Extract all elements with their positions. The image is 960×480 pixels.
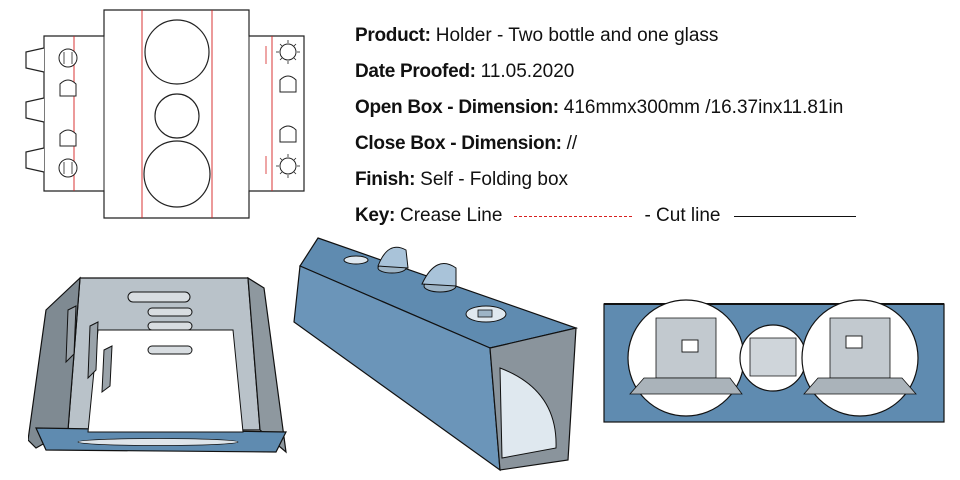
spec-date-proofed: Date Proofed: 11.05.2020 — [355, 54, 856, 90]
spec-finish: Finish: Self - Folding box — [355, 162, 856, 198]
cut-line-sample — [734, 215, 857, 217]
spec-close-box: Close Box - Dimension: // — [355, 126, 856, 162]
dieline-flat — [25, 9, 305, 219]
spec-open-box-value: 416mmx300mm /16.37inx11.81in — [563, 97, 844, 118]
spec-open-box-label: Open Box - Dimension: — [355, 97, 559, 118]
spec-open-box: Open Box - Dimension: 416mmx300mm /16.37… — [355, 90, 856, 126]
crease-line-sample — [514, 215, 633, 217]
bottle-hole-top — [144, 19, 210, 85]
spec-close-box-label: Close Box - Dimension: — [355, 133, 562, 154]
spec-product-label: Product: — [355, 25, 431, 46]
bottle-hole-bottom — [143, 140, 211, 208]
box-view-closed — [293, 237, 579, 472]
spec-finish-value: Self - Folding box — [420, 169, 569, 190]
spec-key: Key: Crease Line - Cut line — [355, 198, 857, 234]
key-crease-label: Crease Line — [399, 205, 503, 226]
spec-product-value: Holder - Two bottle and one glass — [435, 25, 719, 46]
spec-product: Product: Holder - Two bottle and one gla… — [355, 18, 856, 54]
spec-sheet: Product: Holder - Two bottle and one gla… — [355, 18, 857, 234]
key-cut-label: - Cut line — [644, 205, 721, 226]
spec-date-label: Date Proofed: — [355, 61, 476, 82]
box-view-front — [603, 299, 945, 423]
spec-key-label: Key: — [355, 205, 395, 226]
glass-hole — [154, 93, 200, 139]
box-view-interior — [28, 276, 287, 454]
spec-close-box-value: // — [566, 133, 578, 154]
spec-date-value: 11.05.2020 — [480, 61, 575, 82]
spec-finish-label: Finish: — [355, 169, 416, 190]
